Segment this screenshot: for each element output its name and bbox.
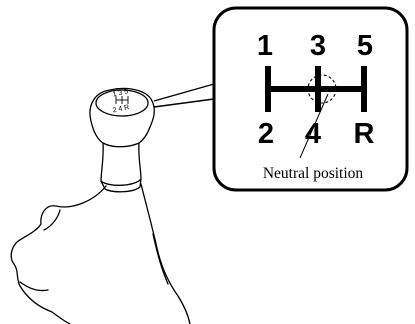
callout-pointer: [153, 83, 215, 108]
knob-bottom-gears: 2 4 R: [112, 104, 130, 114]
knob-shift-pattern: [115, 96, 129, 104]
neutral-indicator-circle: [307, 74, 337, 104]
gear-2-label: 2: [258, 118, 274, 150]
shift-knob: [89, 87, 155, 186]
shift-pattern-h: [265, 66, 367, 112]
callout-box: [212, 6, 409, 192]
gear-4-label: 4: [305, 118, 321, 150]
shift-boot: [10, 183, 191, 324]
gear-1-label: 1: [257, 30, 273, 62]
gear-reverse-label: R: [354, 118, 375, 150]
neutral-position-caption: Neutral position: [263, 165, 364, 182]
knob-top-gears: 1 3 5: [112, 88, 129, 98]
gear-5-label: 5: [357, 30, 373, 62]
neutral-leader-line: [299, 93, 329, 159]
gear-3-label: 3: [310, 30, 326, 62]
